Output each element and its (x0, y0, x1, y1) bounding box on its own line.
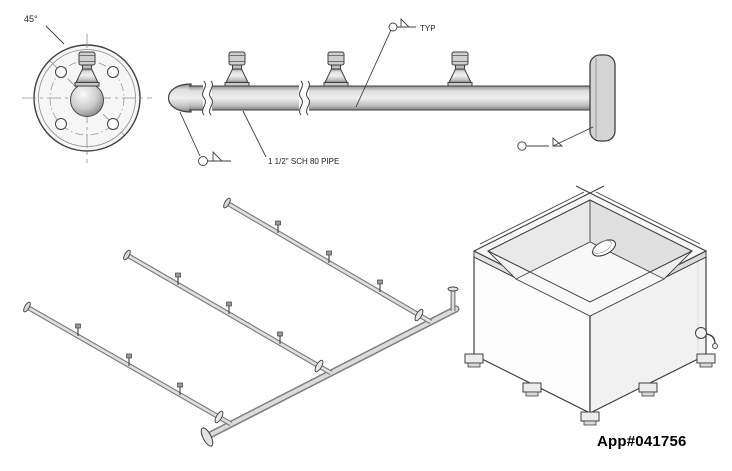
branch-pipe (23, 301, 233, 427)
pipe-end-ball (70, 83, 104, 117)
spray-nozzle (224, 51, 250, 87)
branch-end-cap (223, 197, 231, 209)
pipe-segment (309, 86, 591, 110)
tank-side-fitting (695, 327, 719, 349)
tank-isometric-view (464, 185, 719, 426)
spray-nozzle (447, 51, 473, 87)
pipe-segment (212, 86, 299, 110)
angle-label: 45° (24, 14, 38, 24)
rim-inner-outline (486, 199, 694, 303)
branch-end-cap (23, 301, 31, 313)
typ-leader-line (355, 29, 392, 108)
tank-foot (638, 382, 658, 397)
pipe-end-flange (589, 54, 616, 142)
riser-flange (447, 286, 459, 292)
pipe-spec-callout: 1 1/2" SCH 80 PIPE (242, 110, 339, 166)
branch-junction-flange (214, 410, 224, 424)
tank-foot (464, 353, 484, 368)
bolt-hole (55, 66, 67, 78)
rim-lip-line (479, 191, 585, 245)
spray-nozzle (323, 51, 349, 87)
bolt-hole (55, 118, 67, 130)
pipe-segment (189, 86, 203, 110)
bolt-hole (107, 118, 119, 130)
branch-pipe (223, 197, 433, 325)
weld-all-around-circle (388, 22, 398, 32)
rim-corner-tab (575, 185, 591, 194)
tank-foot (522, 382, 542, 397)
branch-pipe (123, 249, 333, 376)
angle-leader-line (45, 25, 65, 45)
branch-junction-flange (314, 359, 324, 373)
manifold-isometric-view (23, 197, 460, 447)
pipe-break-lines (202, 80, 310, 116)
rim-corner-tab (589, 185, 605, 194)
weld-symbol-right (517, 126, 594, 151)
flange-front-view: 45° (22, 14, 152, 163)
pipe-spec-leader-line (242, 110, 267, 158)
tank-inner-bottom (514, 241, 666, 317)
header-end-flange (200, 427, 214, 447)
bolt-hole (107, 66, 119, 78)
weld-symbol-left (179, 111, 231, 166)
tank-foot (580, 411, 600, 426)
rim-lip-line (595, 191, 701, 245)
typ-label: TYP (420, 24, 436, 33)
branch-end-cap (123, 249, 131, 261)
pipe-side-view: TYP 1 1/2" SCH 80 PIPE (167, 17, 616, 166)
app-number-label: App#041756 (597, 433, 687, 450)
tank-foot (696, 353, 716, 368)
weld-symbol-typ: TYP (355, 17, 436, 108)
pipe-end-cap (167, 83, 192, 113)
fillet-weld-triangle (400, 17, 411, 28)
tank-feet (464, 353, 716, 426)
branch-junction-flange (414, 308, 424, 322)
pipe-spec-label: 1 1/2" SCH 80 PIPE (268, 157, 339, 166)
